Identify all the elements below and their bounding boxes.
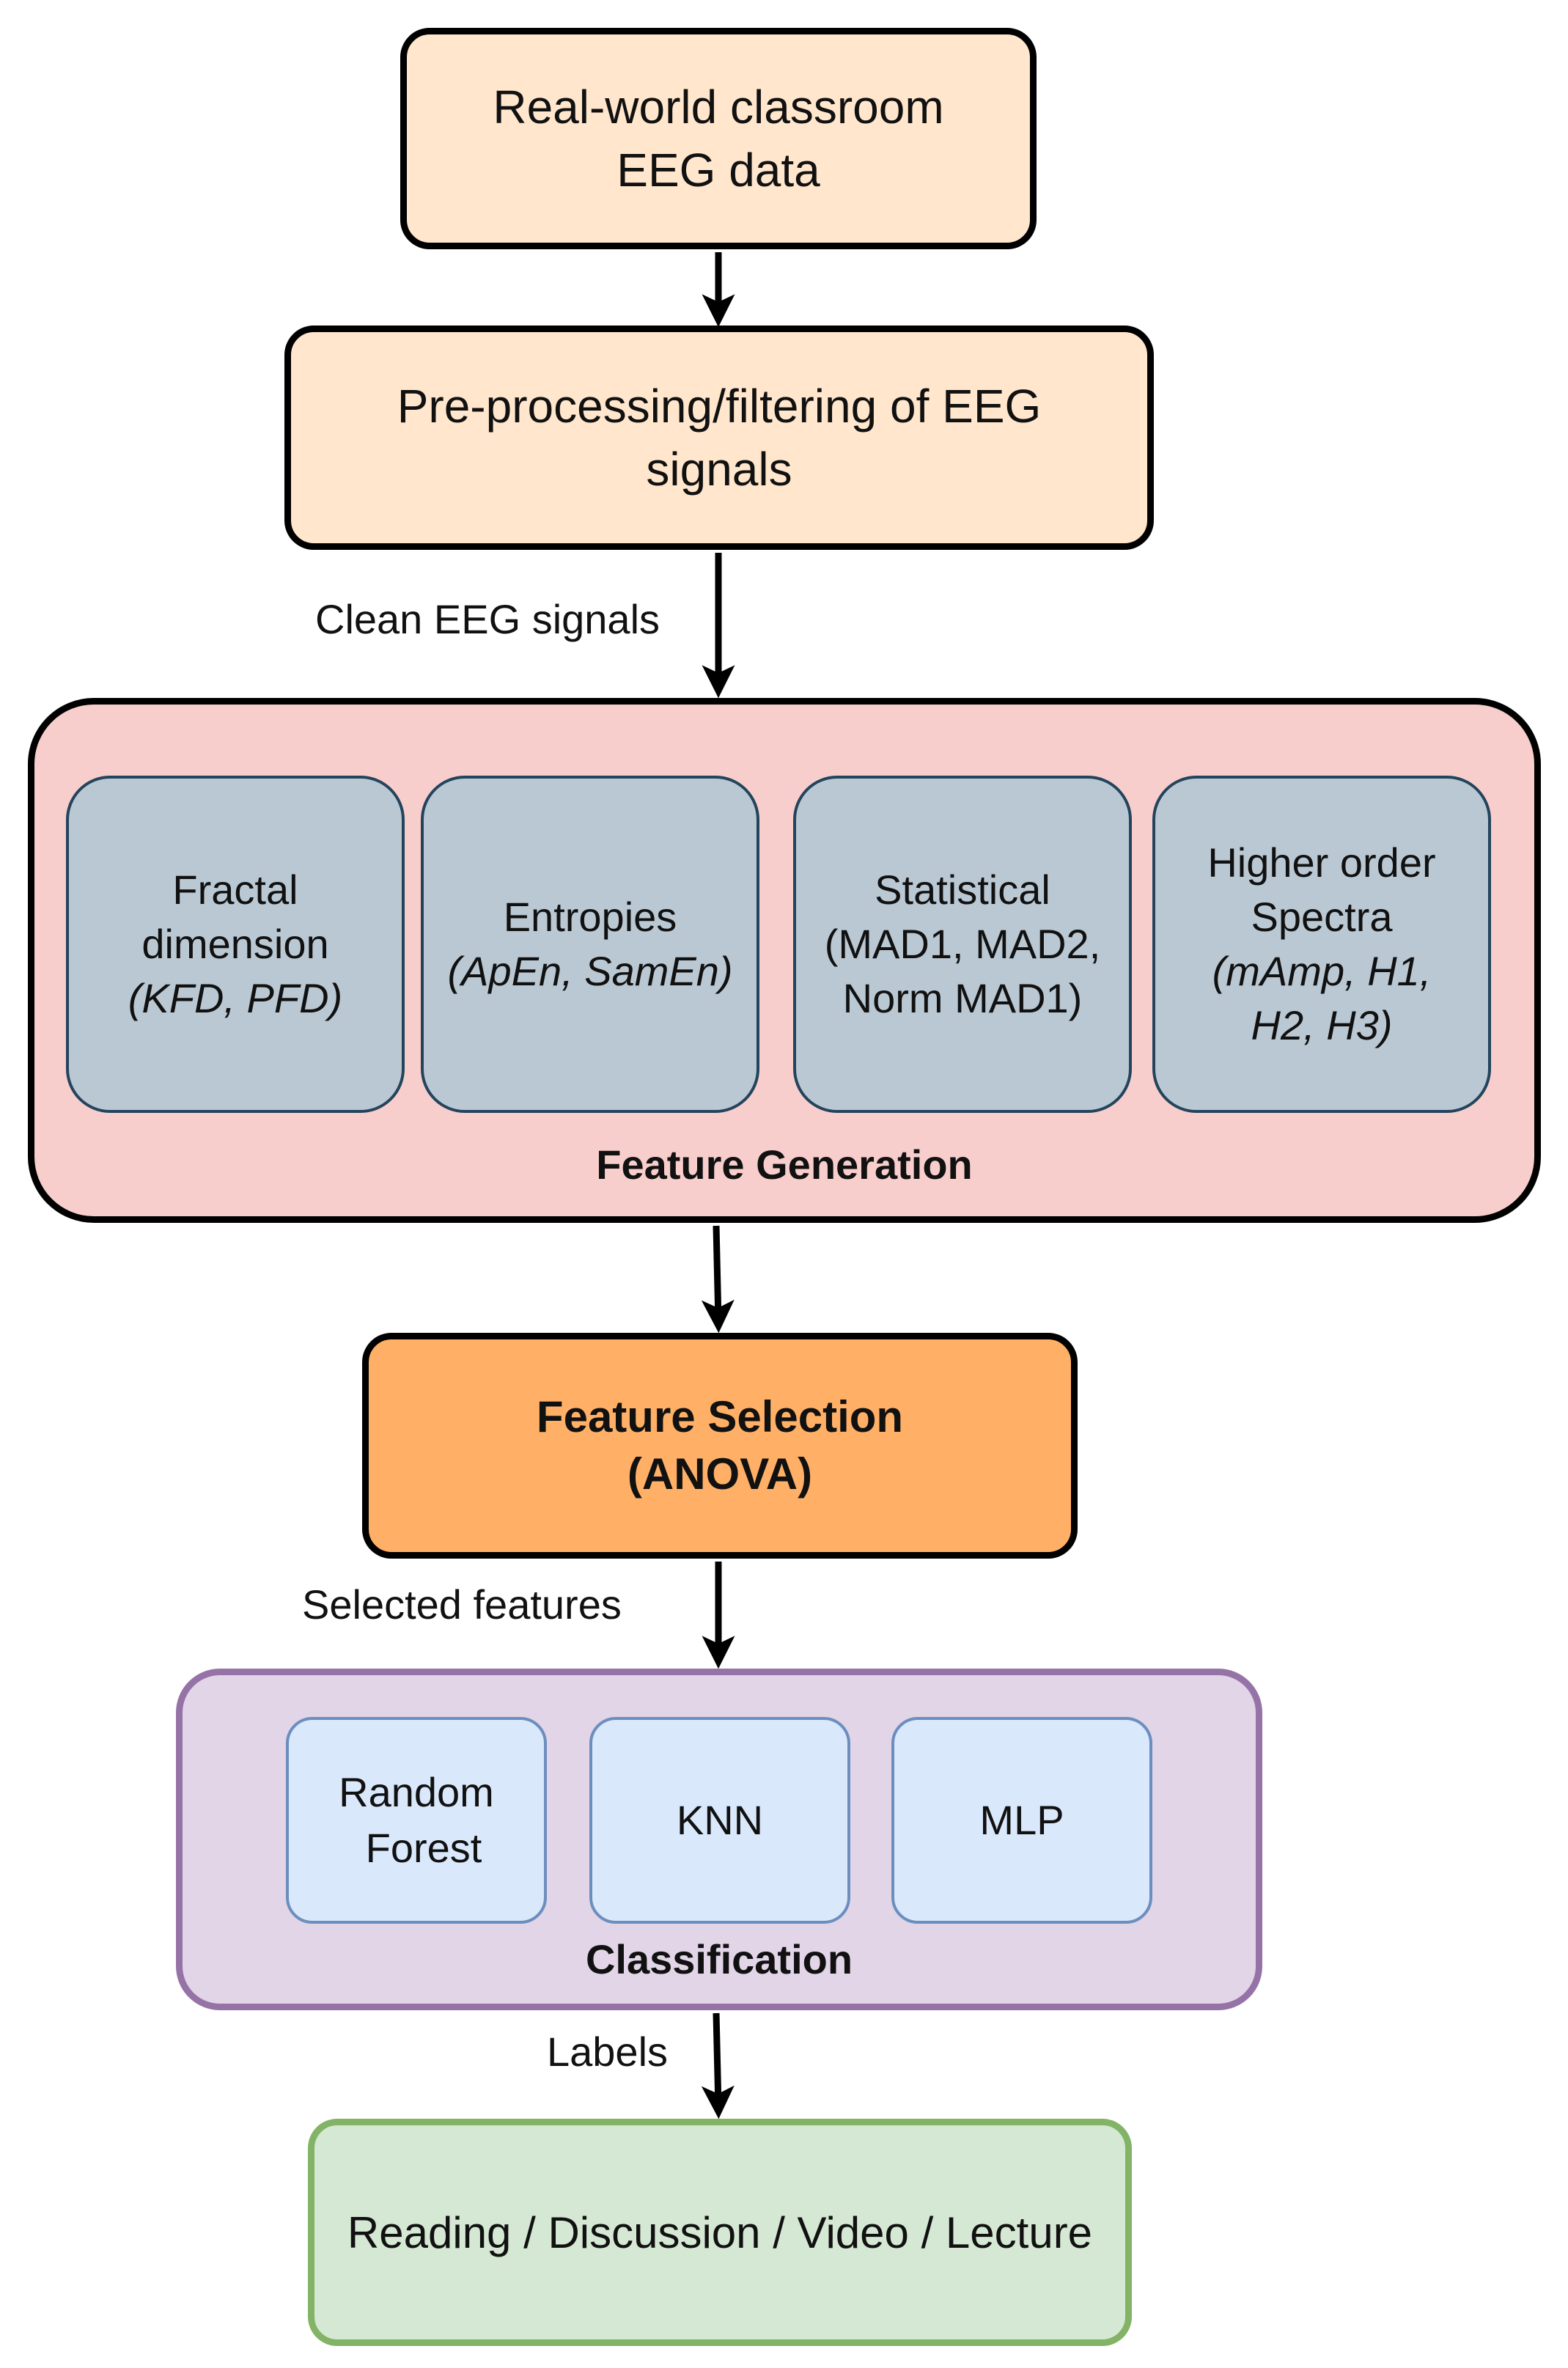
source-node: Real-world classroom EEG data [400, 28, 1037, 249]
edge-label-clean-signals: Clean EEG signals [315, 596, 660, 642]
feature-entropies-line-2: (ApEn, SamEn) [447, 948, 733, 994]
feature-fractal-line-1: Fractal [172, 867, 298, 913]
feature-selection-node: Feature Selection (ANOVA) [362, 1333, 1078, 1559]
feature-generation-title: Feature Generation [596, 1141, 973, 1188]
source-line-2: EEG data [616, 144, 820, 196]
preprocessing-node: Pre-processing/filtering of EEG signals [284, 326, 1154, 550]
classifier-mlp-label: MLP [979, 1797, 1064, 1843]
feature-fractal-line-2: dimension [141, 921, 329, 967]
feature-fractal-dimension: Fractal dimension (KFD, PFD) [66, 776, 405, 1113]
output-labels-node: Reading / Discussion / Video / Lecture [308, 2119, 1132, 2346]
source-line-1: Real-world classroom [493, 81, 944, 133]
feature-spectra-line-1: Higher order [1207, 839, 1436, 886]
classifier-mlp: MLP [891, 1717, 1152, 1924]
feature-statistical-line-2: (MAD1, MAD2, [824, 921, 1101, 967]
feature-spectra-line-2: Spectra [1251, 894, 1393, 940]
feature-selection-line-1: Feature Selection [536, 1392, 904, 1441]
classification-title: Classification [585, 1936, 853, 1982]
classifier-knn: KNN [589, 1717, 850, 1924]
feature-entropies-line-1: Entropies [503, 894, 677, 940]
feature-selection-line-2: (ANOVA) [627, 1449, 813, 1499]
preprocessing-line-1: Pre-processing/filtering of EEG [397, 380, 1042, 433]
feature-statistical: Statistical (MAD1, MAD2, Norm MAD1) [793, 776, 1132, 1113]
feature-fractal-line-3: (KFD, PFD) [128, 975, 343, 1021]
feature-statistical-line-1: Statistical [875, 867, 1050, 913]
feature-entropies: Entropies (ApEn, SamEn) [421, 776, 759, 1113]
feature-spectra-line-4: H2, H3) [1251, 1002, 1393, 1048]
classifier-knn-label: KNN [676, 1797, 764, 1843]
edge-label-selected-features: Selected features [302, 1581, 622, 1628]
arrow-classification-to-output [701, 2012, 735, 2119]
arrow-feature-generation-to-selection [701, 1225, 735, 1334]
feature-statistical-line-3: Norm MAD1) [842, 975, 1083, 1021]
output-label: Reading / Discussion / Video / Lecture [347, 2207, 1093, 2257]
feature-higher-order-spectra: Higher order Spectra (mAmp, H1, H2, H3) [1152, 776, 1491, 1113]
classifier-random-forest: Random Forest [286, 1717, 547, 1924]
edge-label-labels: Labels [547, 2029, 669, 2075]
preprocessing-line-2: signals [646, 443, 792, 496]
feature-spectra-line-3: (mAmp, H1, [1212, 948, 1432, 994]
classifier-rf-line-1: Random [339, 1769, 494, 1815]
classifier-rf-line-2: Forest [365, 1825, 482, 1871]
